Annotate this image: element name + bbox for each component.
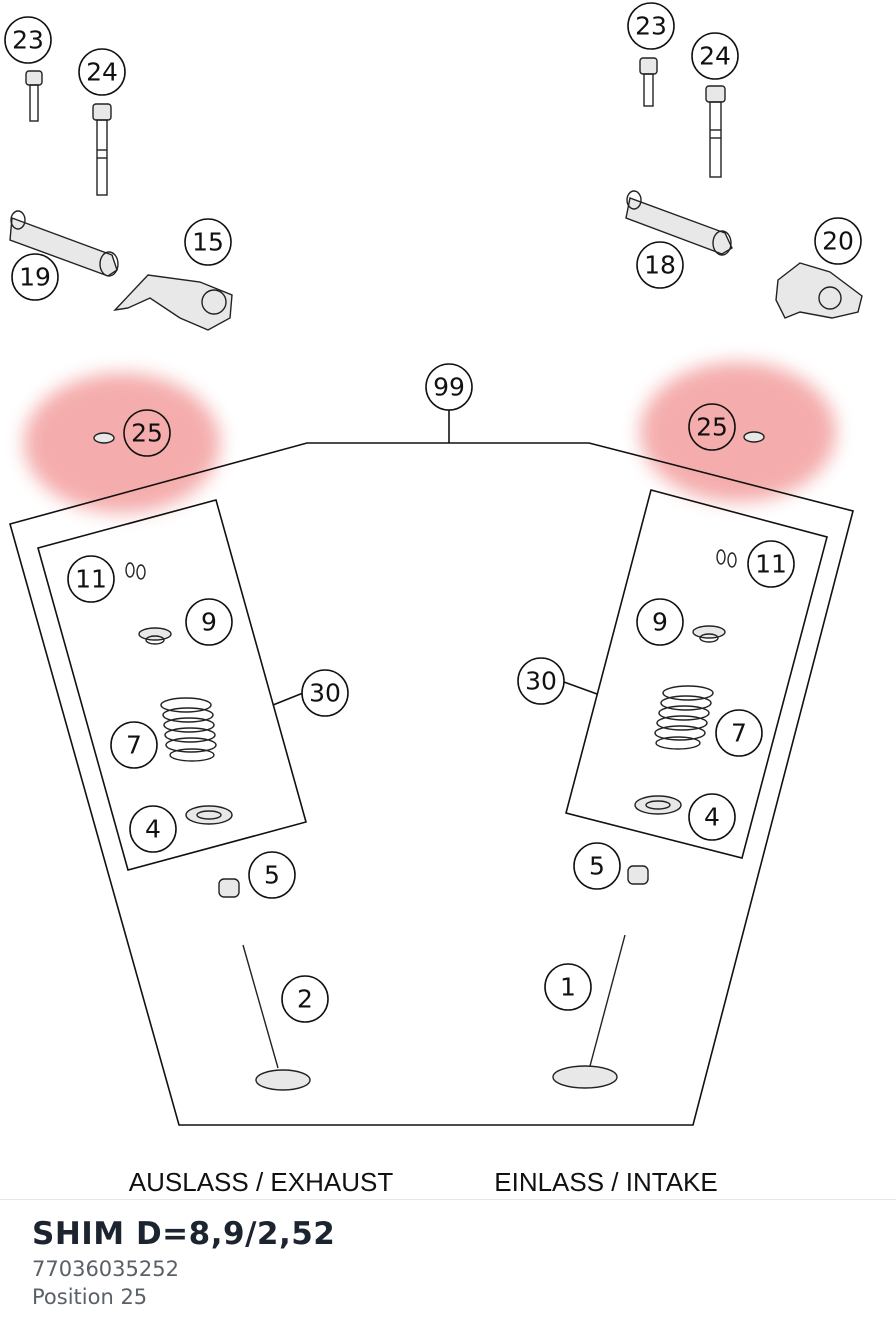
part-rocker-shaft-18[interactable] — [625, 190, 733, 256]
part-shim-25-left[interactable] — [93, 432, 115, 444]
part-shim-25-right[interactable] — [743, 431, 765, 443]
callout-5-right[interactable]: 5 — [573, 842, 621, 890]
part-number: 77036035252 — [32, 1257, 179, 1281]
callout-23-left[interactable]: 23 — [4, 16, 52, 64]
svg-text:25: 25 — [131, 419, 163, 448]
svg-text:4: 4 — [704, 803, 720, 832]
svg-text:1: 1 — [560, 973, 576, 1002]
callout-9-right[interactable]: 9 — [636, 598, 684, 646]
part-valve-spring-7-left[interactable] — [160, 697, 217, 762]
part-bolt-23-left[interactable] — [25, 70, 43, 122]
svg-text:30: 30 — [525, 667, 557, 696]
callout-7-right[interactable]: 7 — [715, 709, 763, 757]
part-rocker-shaft-19[interactable] — [9, 210, 119, 277]
callout-15[interactable]: 15 — [184, 218, 232, 266]
svg-text:5: 5 — [264, 861, 280, 890]
callout-24-right[interactable]: 24 — [691, 32, 739, 80]
part-name: SHIM D=8,9/2,52 — [32, 1216, 336, 1252]
callout-18[interactable]: 18 — [636, 241, 684, 289]
callout-1[interactable]: 1 — [544, 963, 592, 1011]
part-position: Position 25 — [32, 1285, 148, 1309]
part-valve-spring-7-right[interactable] — [654, 685, 714, 750]
callout-25-right[interactable]: 25 — [688, 403, 736, 451]
part-info-panel: SHIM D=8,9/2,52 77036035252 Position 25 — [0, 1199, 896, 1336]
callout-11-left[interactable]: 11 — [67, 555, 115, 603]
callout-24-left[interactable]: 24 — [78, 48, 126, 96]
leader-30-left — [272, 692, 304, 706]
callout-5-left[interactable]: 5 — [248, 851, 296, 899]
part-bolt-24-right[interactable] — [705, 85, 726, 178]
callout-30-right[interactable]: 30 — [517, 657, 565, 705]
part-intake-valve-1[interactable] — [552, 934, 626, 1089]
subframe-left-outer — [37, 499, 307, 871]
svg-text:20: 20 — [822, 227, 854, 256]
callout-11-right[interactable]: 11 — [747, 540, 795, 588]
part-valve-keepers-11-left[interactable] — [125, 562, 146, 580]
callout-19[interactable]: 19 — [11, 253, 59, 301]
part-bolt-23-right[interactable] — [639, 57, 658, 107]
svg-text:2: 2 — [297, 985, 313, 1014]
callout-7-left[interactable]: 7 — [110, 721, 158, 769]
callout-23-right[interactable]: 23 — [627, 2, 675, 50]
highlight-left[interactable] — [24, 373, 220, 513]
svg-text:99: 99 — [433, 373, 465, 402]
callout-30-left[interactable]: 30 — [301, 669, 349, 717]
svg-text:11: 11 — [755, 550, 787, 579]
svg-text:9: 9 — [201, 608, 217, 637]
svg-text:23: 23 — [12, 26, 44, 55]
svg-text:24: 24 — [86, 58, 118, 87]
svg-text:4: 4 — [145, 815, 161, 844]
callout-4-left[interactable]: 4 — [129, 805, 177, 853]
svg-text:15: 15 — [192, 228, 224, 257]
label-intake: EINLASS / INTAKE — [494, 1167, 717, 1197]
assembly-frame — [9, 442, 854, 1126]
callout-99[interactable]: 99 — [425, 363, 473, 411]
callout-20[interactable]: 20 — [814, 217, 862, 265]
part-spring-seat-4-left[interactable] — [185, 805, 233, 825]
part-spring-retainer-9-left[interactable] — [138, 627, 172, 645]
part-bolt-24-left[interactable] — [92, 103, 112, 196]
svg-text:7: 7 — [731, 719, 747, 748]
part-spring-retainer-9-right[interactable] — [692, 625, 726, 643]
part-valve-keepers-11-right[interactable] — [716, 549, 737, 568]
leader-30-right — [563, 681, 598, 695]
svg-text:11: 11 — [75, 565, 107, 594]
label-exhaust: AUSLASS / EXHAUST — [129, 1167, 394, 1197]
part-valve-seal-5-right[interactable] — [627, 865, 649, 885]
part-rocker-arm-15[interactable] — [113, 274, 233, 331]
callout-2[interactable]: 2 — [281, 975, 329, 1023]
callout-4-right[interactable]: 4 — [688, 793, 736, 841]
svg-text:7: 7 — [126, 731, 142, 760]
highlight-right[interactable] — [640, 362, 836, 502]
subframe-right-outer — [565, 489, 828, 859]
part-valve-seal-5-left[interactable] — [218, 878, 240, 898]
part-spring-seat-4-right[interactable] — [634, 795, 682, 815]
svg-text:30: 30 — [309, 679, 341, 708]
callout-9-left[interactable]: 9 — [185, 598, 233, 646]
svg-text:23: 23 — [635, 12, 667, 41]
svg-text:5: 5 — [589, 852, 605, 881]
svg-text:9: 9 — [652, 608, 668, 637]
svg-text:19: 19 — [19, 263, 51, 292]
svg-text:25: 25 — [696, 413, 728, 442]
svg-text:24: 24 — [699, 42, 731, 71]
callout-25-left[interactable]: 25 — [123, 409, 171, 457]
part-exhaust-valve-2[interactable] — [242, 944, 311, 1091]
svg-text:18: 18 — [644, 251, 676, 280]
part-rocker-arm-20[interactable] — [775, 262, 863, 319]
exploded-parts-diagram: 23 24 19 15 23 24 18 20 99 25 25 11 — [4, 2, 863, 1197]
